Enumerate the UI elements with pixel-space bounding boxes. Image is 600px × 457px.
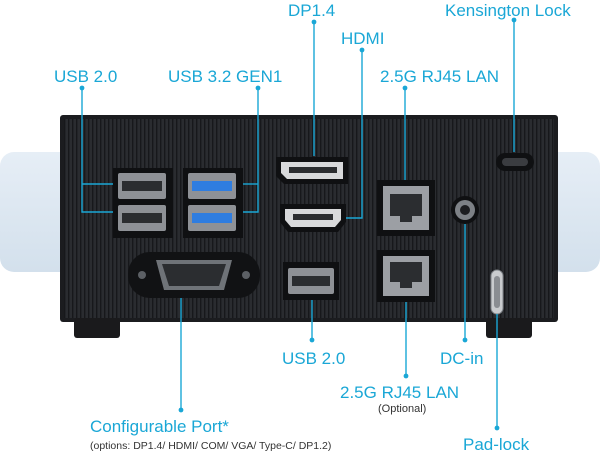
configurable-port-db9: [128, 252, 260, 298]
label-dcin: DC-in: [440, 349, 483, 368]
label-configurable-note: (options: DP1.4/ HDMI/ COM/ VGA/ Type-C/…: [90, 440, 331, 452]
rj45-lan-port-top: [377, 180, 435, 236]
usb2-port-pair: [113, 168, 173, 238]
leader-dots: [79, 17, 517, 431]
label-dp: DP1.4: [288, 1, 335, 20]
label-usb32: USB 3.2 GEN1: [168, 67, 282, 86]
padlock-loop: [490, 269, 504, 315]
dc-in-jack: [451, 196, 479, 224]
label-lan-bottom: 2.5G RJ45 LAN: [340, 383, 459, 402]
label-hdmi: HDMI: [341, 29, 384, 48]
foot-left: [74, 318, 120, 338]
label-usb2-top: USB 2.0: [54, 67, 117, 86]
label-padlock: Pad-lock: [463, 435, 530, 454]
label-lan-bottom-note: (Optional): [378, 403, 426, 415]
label-configurable: Configurable Port*: [90, 417, 229, 436]
kensington-slot: [496, 153, 534, 171]
leader-lines: [81, 20, 515, 428]
hdmi-port: [280, 204, 346, 232]
usb2-port-lower: [283, 262, 339, 300]
foot-right: [486, 318, 532, 338]
usb32-port-pair: [183, 168, 243, 238]
label-usb2-bottom: USB 2.0: [282, 349, 345, 368]
displayport: [276, 157, 348, 184]
rj45-lan-port-bottom: [377, 250, 435, 302]
label-kensington: Kensington Lock: [445, 1, 571, 20]
label-lan-top: 2.5G RJ45 LAN: [380, 67, 499, 86]
